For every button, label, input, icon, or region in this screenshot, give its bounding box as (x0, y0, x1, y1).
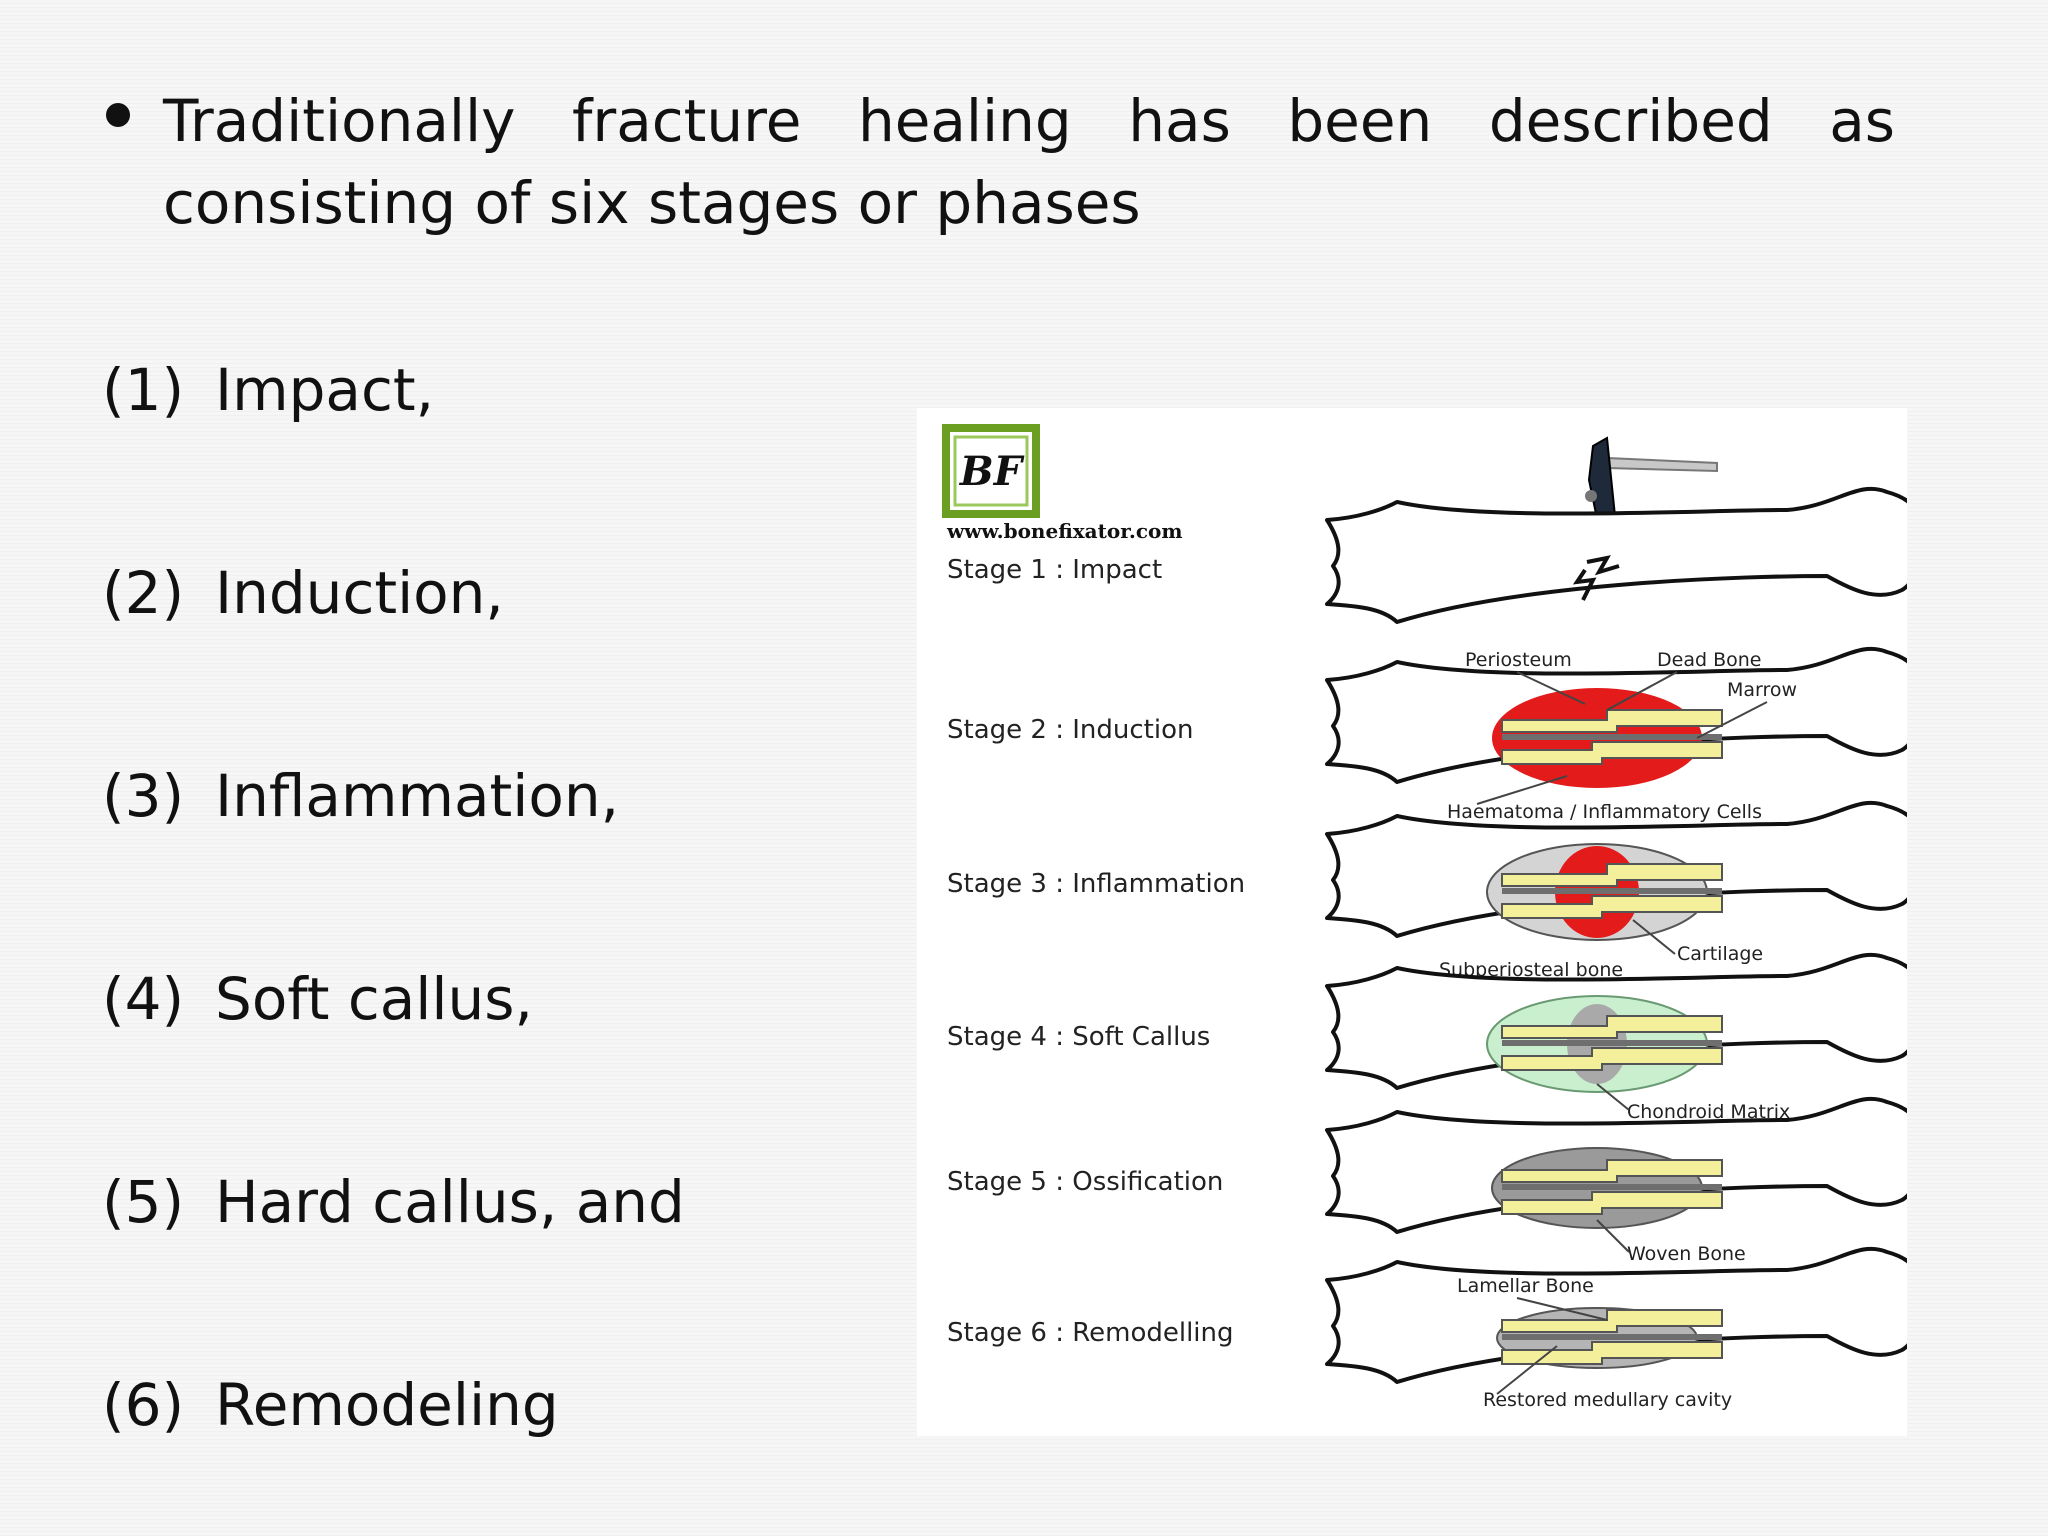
annotation-cartilage: Cartilage (1677, 943, 1763, 965)
stage-number: (1) (102, 356, 185, 424)
fracture-healing-figure: BF www.bonefixator.com Stage 1 : Impact … (917, 408, 1907, 1436)
bone-stage-5 (1325, 1096, 1907, 1234)
bullet-dot (106, 103, 130, 127)
stage-list-item: (4) Soft callus, (102, 964, 533, 1034)
stage-list-item: (2) Induction, (102, 558, 504, 628)
word: Traditionally (163, 87, 516, 155)
stage-list-item: (6) Remodeling (102, 1370, 559, 1440)
stage-list-item: (5) Hard callus, and (102, 1167, 685, 1237)
logo-text: BF (959, 448, 1025, 495)
stage-label: Hard callus, and (215, 1168, 685, 1236)
stage-number: (2) (102, 559, 185, 627)
word: been (1287, 87, 1433, 155)
stage-number: (3) (102, 762, 185, 830)
bf-logo-icon: BF (942, 424, 1040, 518)
figure-stage-label: Stage 6 : Remodelling (947, 1318, 1234, 1348)
annotation-lamellar: Lamellar Bone (1457, 1275, 1594, 1297)
leader-lines-stage-6 (1496, 1297, 1608, 1395)
word: has (1128, 87, 1231, 155)
leader-lines-stage-5 (1596, 1219, 1630, 1253)
bone-stage-1 (1325, 486, 1907, 624)
stage-label: Remodeling (215, 1371, 559, 1439)
annotation-periosteum: Periosteum (1465, 649, 1572, 671)
fracture-healing-diagram: BF www.bonefixator.com Stage 1 : Impact … (942, 424, 1907, 1411)
figure-stage-label: Stage 5 : Ossification (947, 1167, 1223, 1197)
leader-lines-stage-4 (1596, 1083, 1630, 1111)
bone-stage-3 (1325, 800, 1907, 941)
stage-label: Induction, (215, 559, 504, 627)
word: described (1488, 87, 1773, 155)
annotation-restored: Restored medullary cavity (1483, 1389, 1732, 1411)
figure-stage-label: Stage 1 : Impact (947, 555, 1162, 585)
word: healing (857, 87, 1072, 155)
stage-label: Inflammation, (215, 762, 620, 830)
annotation-haematoma: Haematoma / Inflammatory Cells (1447, 801, 1762, 823)
annotation-dead-bone: Dead Bone (1657, 649, 1761, 671)
bone-stage-6 (1325, 1246, 1907, 1384)
figure-stage-label: Stage 3 : Inflammation (947, 869, 1245, 899)
stage-list-item: (1) Impact, (102, 355, 434, 425)
figure-stage-label: Stage 4 : Soft Callus (947, 1022, 1210, 1052)
stage-number: (5) (102, 1168, 185, 1236)
bullet-text-line-2: consisting of six stages or phases (163, 169, 1141, 237)
bone-stage-2 (1325, 646, 1907, 788)
leader-lines-stage-2 (1476, 671, 1768, 805)
bullet-text-line-1: Traditionally fracture healing has been … (163, 80, 1895, 162)
annotation-woven: Woven Bone (1627, 1243, 1746, 1265)
stage-number: (6) (102, 1371, 185, 1439)
stage-list-item: (3) Inflammation, (102, 761, 619, 831)
figure-stage-label: Stage 2 : Induction (947, 715, 1193, 745)
stage-label: Impact, (215, 356, 435, 424)
word: as (1829, 87, 1895, 155)
stage-label: Soft callus, (215, 965, 533, 1033)
annotation-marrow: Marrow (1727, 679, 1797, 701)
stage-number: (4) (102, 965, 185, 1033)
website-label: www.bonefixator.com (946, 519, 1183, 543)
annotation-subperiosteal: Subperiosteal bone (1439, 959, 1623, 981)
bone-stage-4 (1325, 952, 1907, 1093)
word: fracture (571, 87, 802, 155)
annotation-chondroid: Chondroid Matrix (1627, 1101, 1790, 1123)
